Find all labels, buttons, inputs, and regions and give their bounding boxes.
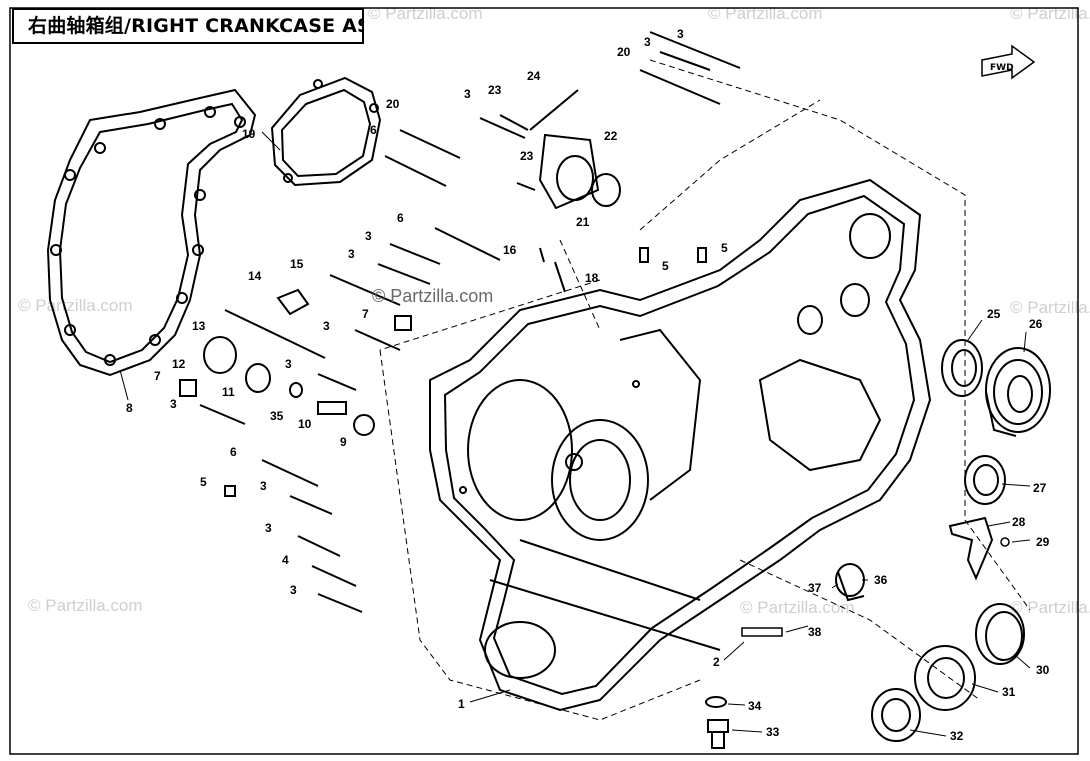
callout-16: 16 [503,243,517,257]
part-21 [591,173,621,207]
washer-34 [705,696,727,708]
callout-20: 20 [386,97,400,111]
callout-23: 23 [488,83,502,97]
crankcase-gasket [46,88,257,377]
fwd-label: FWD [990,63,1014,73]
callout-5: 5 [721,241,728,255]
callout-33: 33 [766,725,780,739]
bushing-36-37 [835,563,865,602]
callout-12: 12 [172,357,186,371]
callout-2: 2 [713,655,720,669]
callout-35: 35 [270,409,284,423]
callout-20: 20 [617,45,631,59]
callout-26: 26 [1029,317,1043,331]
callout-38: 38 [808,625,822,639]
callout-22: 22 [604,129,618,143]
callout-3: 3 [644,35,651,49]
pin-38 [741,627,783,637]
callout-34: 34 [748,699,762,713]
callout-5: 5 [200,475,207,489]
guide-plate-28 [948,516,994,581]
oil-seal-30 [975,603,1025,665]
part-5a [224,485,236,497]
callout-3: 3 [323,319,330,333]
part-14 [276,288,310,316]
watermark: © Partzilla.com [740,598,855,617]
callout-15: 15 [290,257,304,271]
part-7b [394,315,412,331]
callout-32: 32 [950,729,964,743]
part-9 [353,414,375,436]
callout-3: 3 [677,27,684,41]
callout-27: 27 [1033,481,1047,495]
callout-3: 3 [265,521,272,535]
part-35 [289,382,303,398]
bearing-27 [964,455,1006,505]
callout-3: 3 [170,397,177,411]
drain-bolt-33 [707,719,729,749]
callout-4: 4 [282,553,289,567]
dashed-envelopes [379,59,1031,721]
callout-30: 30 [1036,663,1050,677]
diagram-border [9,7,1079,755]
part-11 [245,363,271,393]
bearing-26 [985,347,1051,437]
callout-3: 3 [260,479,267,493]
callout-13: 13 [192,319,206,333]
callout-6: 6 [230,445,237,459]
callout-24: 24 [527,69,541,83]
callout-6: 6 [397,211,404,225]
callout-37: 37 [808,581,822,595]
callout-28: 28 [1012,515,1026,529]
fwd-arrow-icon: FWD [981,44,1036,80]
watermark: © Partzilla.com [1010,298,1090,317]
callout-labels: 1 2 3 3 3 3 3 3 3 3 3 3 3 4 5 5 5 6 6 6 … [126,27,1050,743]
right-crankcase-body [429,178,932,712]
callout-3: 3 [348,247,355,261]
diagram-title: 右曲轴箱组/RIGHT CRANKCASE ASSY [12,8,364,44]
misc-small-parts [179,133,707,497]
watermark: © Partzilla.com [18,296,133,315]
callout-7: 7 [154,369,161,383]
callout-7: 7 [362,307,369,321]
bolts [199,31,741,613]
callout-25: 25 [987,307,1001,321]
callout-3: 3 [285,357,292,371]
part-7a [179,379,197,397]
callout-23: 23 [520,149,534,163]
watermark: © Partzilla.com [28,596,143,615]
callout-29: 29 [1036,535,1050,549]
callout-9: 9 [340,435,347,449]
callout-10: 10 [298,417,312,431]
bearing-31 [914,645,976,711]
callout-3: 3 [464,87,471,101]
callout-31: 31 [1002,685,1016,699]
oil-seal-25 [941,339,983,397]
callout-5: 5 [662,259,669,273]
watermark: © Partzilla.com [1010,598,1090,617]
watermark-center: © Partzilla.com [372,286,494,306]
part-12 [203,336,237,374]
callout-18: 18 [585,271,599,285]
callout-3: 3 [365,229,372,243]
callout-19: 19 [242,127,256,141]
callout-1: 1 [458,697,465,711]
part-10 [317,401,347,415]
callout-6: 6 [370,123,377,137]
callout-36: 36 [874,573,888,587]
callout-14: 14 [248,269,262,283]
callout-21: 21 [576,215,590,229]
cover-gasket [270,76,382,187]
oil-seal-32 [871,688,921,742]
part-5c [697,247,707,263]
callout-3: 3 [290,583,297,597]
part-22 [538,133,600,210]
screw-29 [1000,537,1010,547]
callout-11: 11 [222,385,235,399]
part-5b [639,247,649,263]
callout-8: 8 [126,401,133,415]
leader-lines [119,131,1031,737]
